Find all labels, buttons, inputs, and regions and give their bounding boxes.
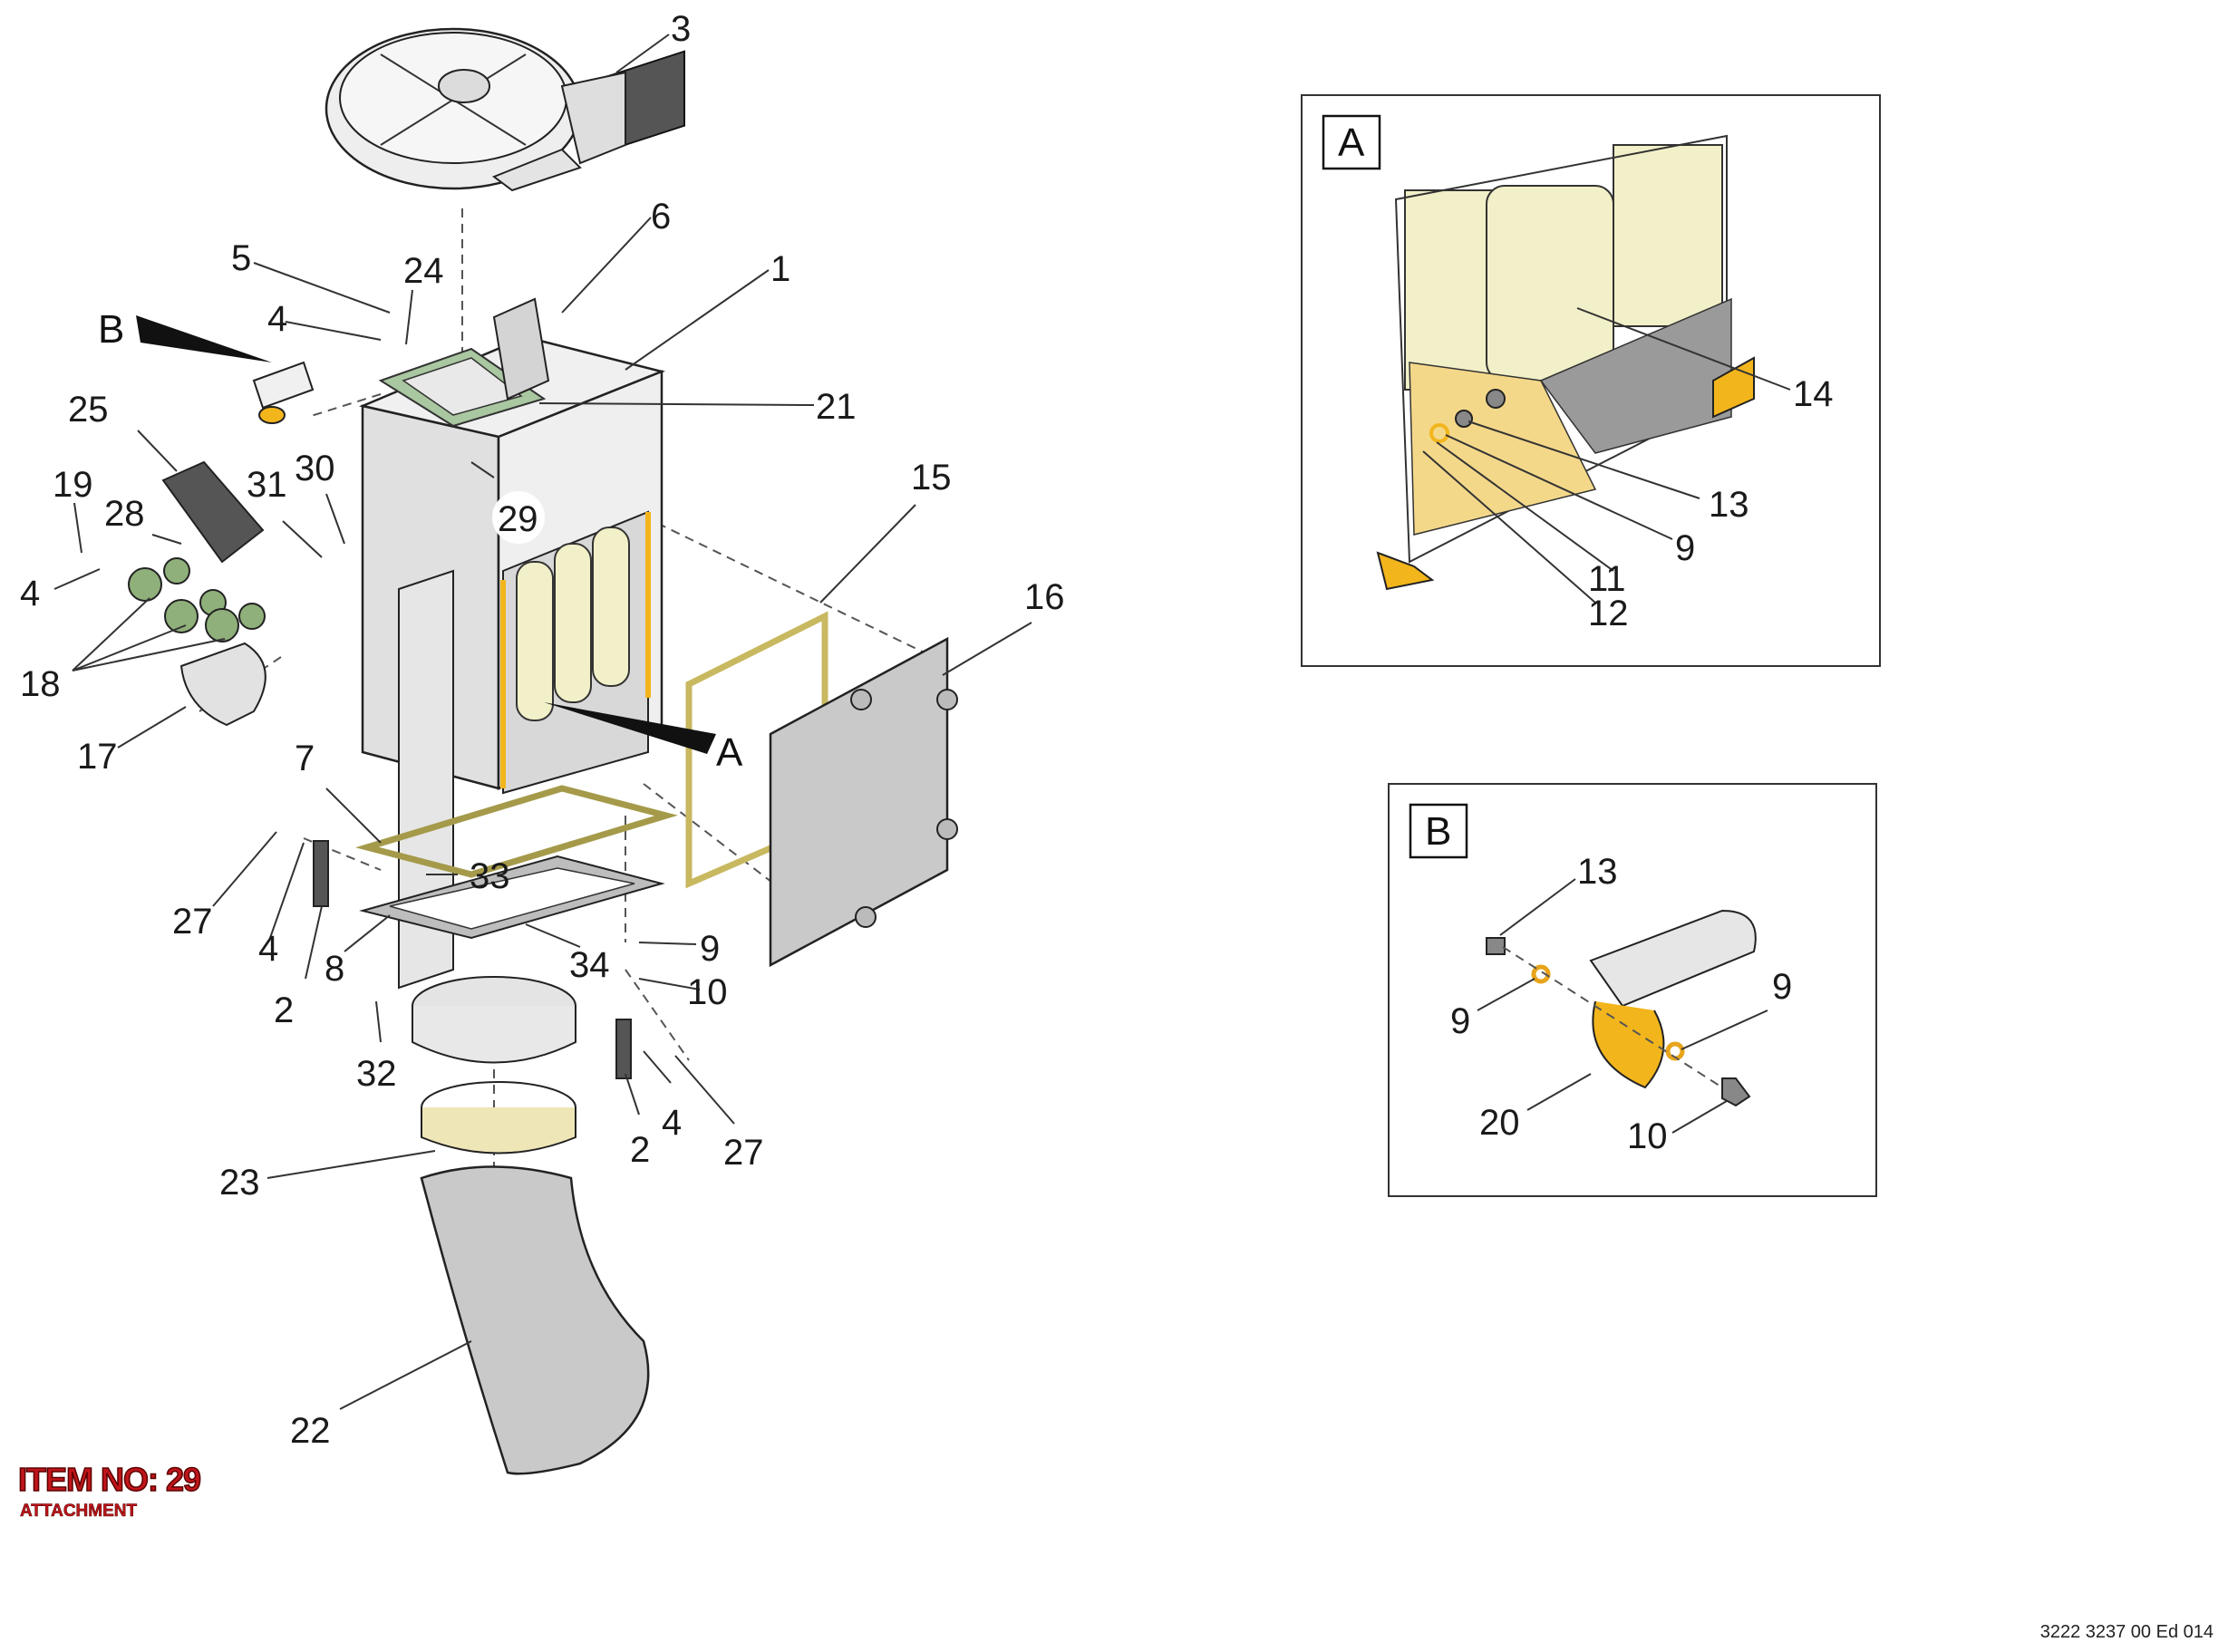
callout-34: 34 (569, 945, 610, 985)
detail-b-callout-10: 10 (1627, 1116, 1668, 1156)
detail-b-callout-9-right: 9 (1772, 967, 1792, 1007)
callout-1: 1 (770, 249, 790, 289)
latch-left (313, 840, 329, 907)
detail-a-panel: A 14 13 9 11 12 (1301, 94, 1881, 667)
callout-32: 32 (356, 1054, 397, 1094)
callout-6: 6 (651, 197, 671, 237)
valve-cover (161, 460, 265, 564)
detail-b-callout-9-left: 9 (1450, 1001, 1470, 1041)
detail-a-callout-9: 9 (1675, 528, 1695, 568)
leader-lines (53, 34, 1032, 1410)
detail-b-pointer (136, 315, 272, 362)
callout-3: 3 (671, 9, 691, 49)
clamp-small (258, 406, 286, 424)
fan-housing (325, 27, 685, 192)
item-29-highlight (492, 491, 545, 544)
callout-15: 15 (911, 458, 952, 498)
callout-4: 4 (267, 299, 287, 339)
callout-28: 28 (104, 494, 145, 534)
detail-a-pointer (544, 702, 716, 754)
document-reference: 3222 3237 00 Ed 014 (2039, 1622, 2213, 1642)
callout-22: 22 (290, 1411, 331, 1451)
detail-a-label: A (1338, 121, 1365, 165)
detail-a-callout-11: 11 (1588, 559, 1626, 599)
detail-b-pointer-label: B (98, 307, 124, 352)
flexible-hose (420, 1165, 650, 1475)
callout-24: 24 (403, 251, 444, 291)
solenoid-valves (128, 557, 266, 642)
callout-4: 4 (258, 929, 278, 969)
access-door (769, 636, 958, 968)
latch-right (615, 1019, 632, 1079)
callout-19: 19 (53, 465, 93, 505)
callout-25: 25 (68, 390, 109, 430)
callout-33: 33 (470, 856, 510, 896)
detail-b-callout-20: 20 (1479, 1103, 1520, 1143)
detail-a-callout-14: 14 (1793, 374, 1834, 414)
callout-8: 8 (325, 949, 344, 989)
hose-clamp (421, 1081, 576, 1154)
detail-b-panel: B 13 9 9 20 10 (1388, 783, 1877, 1197)
bracket-b-small (252, 361, 315, 410)
item-number-title: ITEM NO: 29 (17, 1461, 202, 1498)
callout-18: 18 (20, 664, 61, 704)
callout-30: 30 (295, 449, 335, 488)
callout-10: 10 (687, 972, 728, 1012)
callout-27: 27 (172, 902, 213, 942)
detail-b-callout-13: 13 (1577, 852, 1618, 892)
callout-29: 29 (498, 499, 538, 539)
callout-16: 16 (1024, 577, 1065, 617)
detail-b-label: B (1425, 809, 1451, 854)
callout-4: 4 (20, 574, 40, 613)
callout-9: 9 (700, 929, 720, 969)
detail-a-pointer-label: A (716, 730, 743, 775)
pipe-cover (179, 642, 266, 727)
callout-17: 17 (77, 737, 118, 777)
callout-7: 7 (295, 739, 315, 778)
callout-21: 21 (816, 387, 857, 427)
callout-27: 27 (723, 1133, 764, 1173)
callout-4: 4 (662, 1103, 682, 1143)
callout-23: 23 (219, 1163, 260, 1203)
outlet-collar (412, 976, 576, 1064)
detail-a-callout-12: 12 (1588, 594, 1629, 633)
cabinet-body (355, 297, 678, 990)
item-number-subtitle: ATTACHMENT (20, 1502, 138, 1522)
detail-a-callout-13: 13 (1709, 485, 1749, 525)
callout-31: 31 (247, 465, 287, 505)
callout-2: 2 (630, 1130, 650, 1170)
callout-2: 2 (274, 990, 294, 1030)
callout-5: 5 (231, 238, 251, 278)
main-callouts: 3 6 1 5 24 4 21 25 19 28 31 30 29 15 16 … (20, 9, 1065, 1451)
